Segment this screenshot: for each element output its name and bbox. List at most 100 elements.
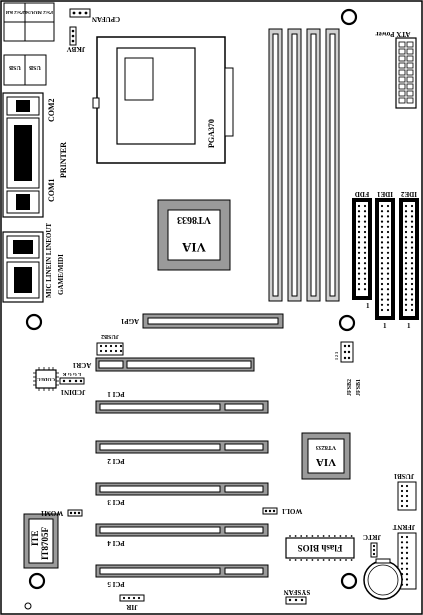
pin <box>294 559 297 561</box>
pci-slots <box>95 400 269 578</box>
pin <box>345 559 347 561</box>
codec-chip <box>35 369 57 389</box>
pin <box>380 204 384 208</box>
fdd-pin1-label: 1 <box>366 302 370 310</box>
ps2-mouse-label: PS/2 MOUSE <box>23 9 53 14</box>
usb-label-1: USB <box>9 64 21 70</box>
pin <box>410 277 414 280</box>
pin <box>104 344 108 348</box>
pin <box>311 559 314 561</box>
pin <box>357 282 361 286</box>
pin <box>404 303 408 306</box>
via-south-label: VIA <box>315 456 337 468</box>
jfsb1-label: JFSB1 <box>356 378 362 396</box>
pin <box>311 535 314 537</box>
pin <box>404 256 408 260</box>
pin <box>363 210 367 213</box>
pin <box>404 210 408 213</box>
usb-label-2: USB <box>29 64 41 70</box>
pin <box>357 210 361 213</box>
pin <box>410 225 414 228</box>
pin <box>357 204 361 208</box>
pin <box>294 535 297 537</box>
atx-power-label: ATX Power <box>375 30 411 38</box>
pin <box>380 282 384 286</box>
fdd-label: FDD <box>354 190 370 198</box>
pin <box>410 256 414 260</box>
pin <box>380 220 384 223</box>
pin <box>386 210 390 213</box>
pin <box>404 230 408 234</box>
pin <box>405 573 409 576</box>
pin <box>363 267 367 270</box>
pin <box>99 349 103 353</box>
pin <box>410 272 414 275</box>
pin <box>333 559 336 561</box>
pin <box>380 210 384 213</box>
pin <box>404 215 408 218</box>
pin <box>363 230 367 234</box>
pin <box>400 541 404 544</box>
pin <box>410 298 414 301</box>
pin <box>305 559 308 561</box>
pin <box>357 230 361 234</box>
atx-power-connector <box>395 37 417 109</box>
pin <box>404 246 408 249</box>
pin <box>405 489 409 493</box>
codec-label: CODEC <box>36 376 55 381</box>
printer-label: PRINTER <box>59 141 68 178</box>
pin <box>380 241 384 244</box>
pin <box>386 282 390 286</box>
pin <box>357 236 361 239</box>
jrtc-label: JRTC <box>362 533 382 541</box>
pci1-label: PCI 1 <box>107 390 125 398</box>
pin <box>363 220 367 223</box>
pin <box>357 262 361 265</box>
pin <box>317 535 319 537</box>
pin <box>405 583 409 586</box>
ide2-pin1-label: 1 <box>407 322 411 330</box>
cpufan-label: CPUFAN <box>91 15 121 23</box>
pin <box>380 230 384 234</box>
pin <box>300 535 303 537</box>
ps2-kb-label: PS/2 KB <box>5 9 24 14</box>
mounting-hole <box>338 314 356 332</box>
ide2-label: IDE2 <box>401 190 417 198</box>
jkbv-label: JKBV <box>66 45 86 53</box>
pin <box>405 567 409 570</box>
pin <box>119 349 123 353</box>
pin <box>300 559 303 561</box>
pin <box>380 272 384 275</box>
pin <box>380 246 384 249</box>
jcdin1-header <box>59 377 85 385</box>
jir-header <box>119 594 145 602</box>
pin <box>345 535 347 537</box>
pin <box>386 220 390 223</box>
pin <box>350 535 353 537</box>
pin <box>357 277 361 280</box>
pin <box>114 344 118 348</box>
pin <box>386 236 390 239</box>
ide1-pin1-label: 1 <box>383 322 387 330</box>
pin <box>404 251 408 254</box>
pin <box>405 499 409 503</box>
pin <box>380 236 384 239</box>
pin <box>119 344 123 348</box>
pin <box>400 535 404 539</box>
pin <box>380 267 384 270</box>
pin <box>410 230 414 234</box>
jfrnt-label: JFRNT <box>392 523 416 531</box>
pin <box>363 225 367 228</box>
pin <box>322 559 325 561</box>
wom1-label: WOM1 <box>40 509 64 517</box>
pin <box>386 308 390 312</box>
pin <box>405 541 409 544</box>
pin <box>363 262 367 265</box>
pin <box>339 559 342 561</box>
pin <box>363 215 367 218</box>
pin <box>404 267 408 270</box>
pin <box>404 204 408 208</box>
pin <box>386 204 390 208</box>
pin <box>410 267 414 270</box>
